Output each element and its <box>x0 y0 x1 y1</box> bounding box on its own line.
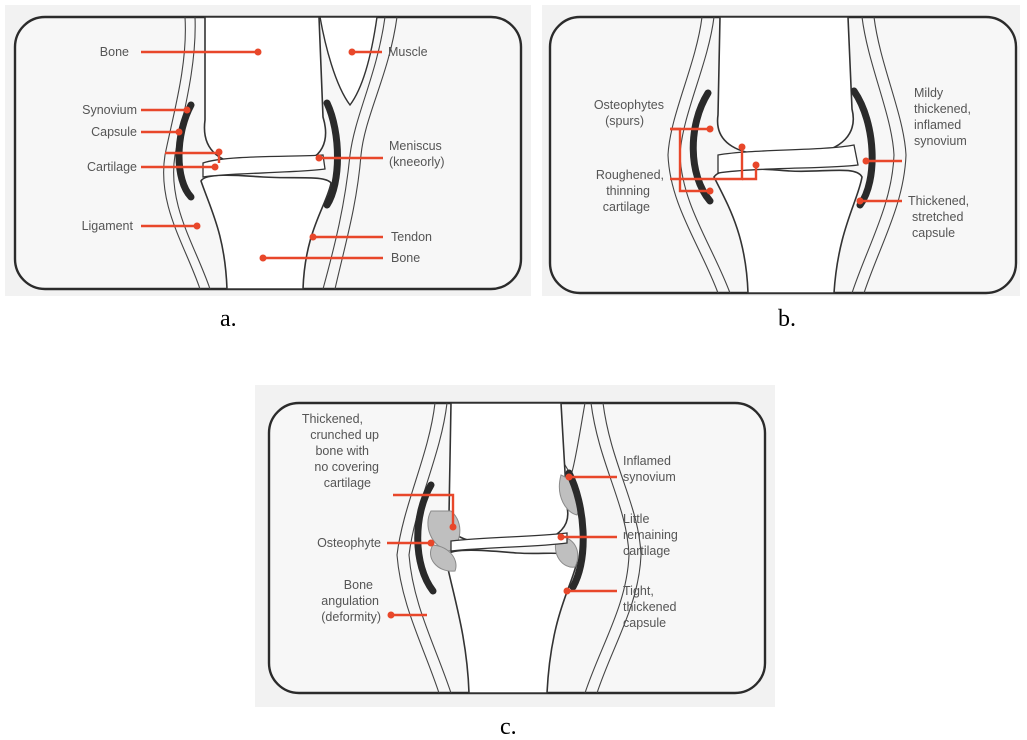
label-angulation: Bone <box>344 578 373 592</box>
label-osteophytes-sub: (spurs) <box>605 114 644 128</box>
label-inflamed: Inflamed <box>623 454 671 468</box>
label-angulation-2: angulation <box>321 594 379 608</box>
label-crunched-3: bone with <box>315 444 369 458</box>
label-ligament: Ligament <box>82 219 134 233</box>
label-osteophytes: Osteophytes <box>594 98 664 112</box>
label-roughened-3: cartilage <box>603 200 650 214</box>
panel-c: Thickened, crunched up bone with no cove… <box>255 385 775 707</box>
label-little-2: remaining <box>623 528 678 542</box>
label-mildly-3: inflamed <box>914 118 961 132</box>
caption-a: a. <box>220 306 237 333</box>
label-inflamed-2: synovium <box>623 470 676 484</box>
label-angulation-3: (deformity) <box>321 610 381 624</box>
knee-diagram-osteoarthritis-advanced: Thickened, crunched up bone with no cove… <box>255 385 775 707</box>
label-little: Little <box>623 512 649 526</box>
label-synovium: Synovium <box>82 103 137 117</box>
label-roughened: Roughened, <box>596 168 664 182</box>
panel-a: Bone Muscle Synovium Capsule Cartilage M… <box>5 5 531 296</box>
label-capsule: Capsule <box>91 125 137 139</box>
label-cartilage: Cartilage <box>87 160 137 174</box>
label-bone-top: Bone <box>100 45 129 59</box>
label-tendon: Tendon <box>391 230 432 244</box>
panel-b: Osteophytes (spurs) Roughened, thinning … <box>542 5 1020 296</box>
label-meniscus: Meniscus <box>389 139 442 153</box>
label-thickened-2: stretched <box>912 210 963 224</box>
caption-c: c. <box>500 716 517 738</box>
label-thickened: Thickened, <box>908 194 969 208</box>
label-tight-2: thickened <box>623 600 677 614</box>
label-little-3: cartilage <box>623 544 670 558</box>
label-crunched-5: cartilage <box>324 476 371 490</box>
label-roughened-2: thinning <box>606 184 650 198</box>
knee-diagram-osteoarthritis-early: Osteophytes (spurs) Roughened, thinning … <box>542 5 1020 296</box>
label-crunched: Thickened, <box>302 412 363 426</box>
label-mildly: Mildy <box>914 86 944 100</box>
label-osteophyte: Osteophyte <box>317 536 381 550</box>
caption-b: b. <box>778 306 796 333</box>
label-meniscus-sub: (kneeorly) <box>389 155 445 169</box>
label-bone-bottom: Bone <box>391 251 420 265</box>
label-tight: Tight, <box>623 584 654 598</box>
label-crunched-4: no covering <box>314 460 379 474</box>
label-muscle: Muscle <box>388 45 428 59</box>
knee-diagram-normal: Bone Muscle Synovium Capsule Cartilage M… <box>5 5 531 296</box>
label-mildly-2: thickened, <box>914 102 971 116</box>
label-mildly-4: synovium <box>914 134 967 148</box>
label-tight-3: capsule <box>623 616 666 630</box>
label-thickened-3: capsule <box>912 226 955 240</box>
label-crunched-2: crunched up <box>310 428 379 442</box>
